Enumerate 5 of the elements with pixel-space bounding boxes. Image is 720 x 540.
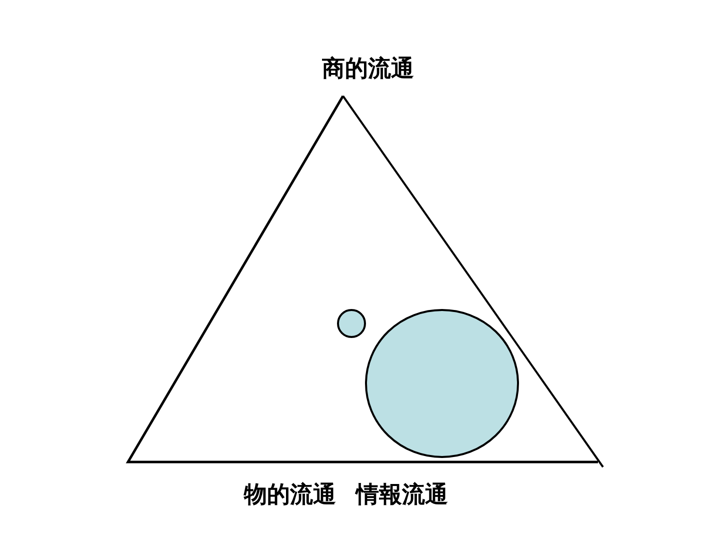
vertex-label: 情報流通 bbox=[356, 482, 448, 508]
vertex-label: 商的流通 bbox=[322, 56, 414, 82]
circle bbox=[337, 309, 366, 338]
vertex-label: 物的流通 bbox=[244, 482, 336, 508]
circle bbox=[365, 309, 519, 458]
